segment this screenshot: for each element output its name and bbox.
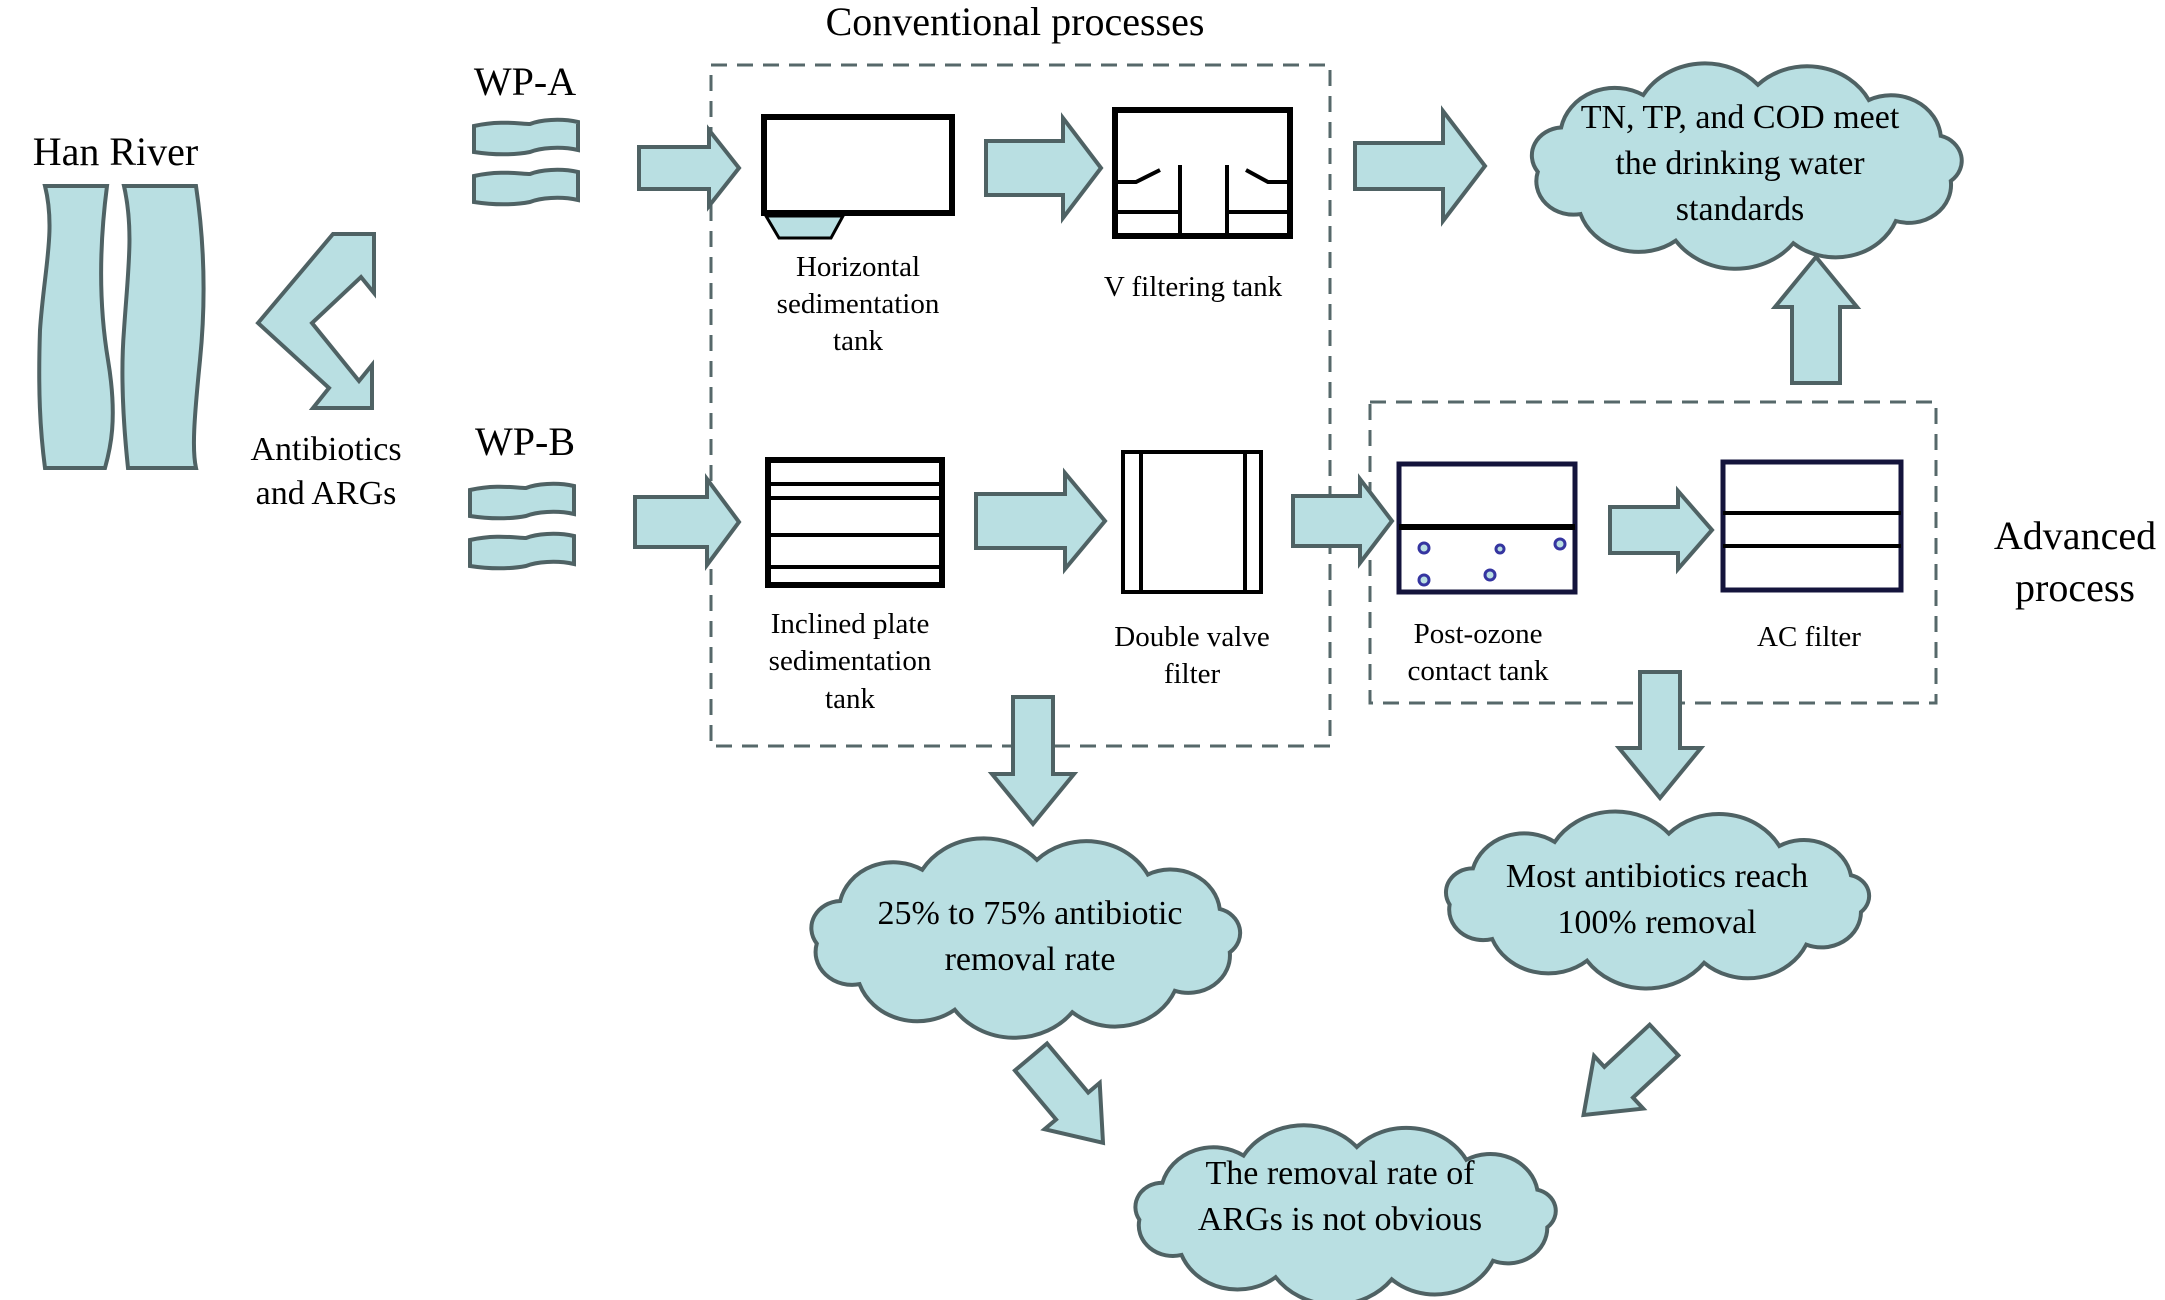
- standards-text-3: standards: [1675, 191, 1805, 228]
- advanced-title-line1: Advanced: [1993, 513, 2157, 558]
- transfer-label-line1: Antibiotics: [250, 431, 402, 468]
- unit-label: Horizontal: [795, 251, 920, 283]
- down-arrow-icon: [1614, 670, 1706, 802]
- args-removal-text-1: The removal rate of: [1205, 1155, 1475, 1192]
- flow-arrow-icon: [1608, 485, 1715, 575]
- unit-label: Double valve: [1114, 621, 1270, 653]
- unit-label: Inclined plate: [770, 608, 930, 640]
- wp-b-label: WP-B: [475, 419, 575, 464]
- transfer-label-line2: and ARGs: [255, 475, 397, 512]
- advanced-title-line2: process: [2015, 565, 2135, 610]
- wp-a-water-icon: [472, 117, 580, 207]
- flow-arrow-icon: [1291, 473, 1395, 569]
- unit-label: V filtering tank: [1103, 271, 1283, 303]
- unit-label: Post-ozone: [1413, 618, 1543, 650]
- split-arrow-icon: [255, 232, 376, 410]
- args-removal-text-2: ARGs is not obvious: [1197, 1201, 1483, 1238]
- standards-text-2: the drinking water: [1615, 145, 1865, 182]
- up-arrow-icon: [1770, 253, 1862, 385]
- conventional-title: Conventional processes: [825, 0, 1205, 44]
- standards-text-1: TN, TP, and COD meet: [1580, 99, 1900, 136]
- flow-arrow-icon: [974, 467, 1108, 575]
- v-filtering-tank-icon: [1112, 107, 1293, 239]
- post-ozone-contact-tank-icon: [1396, 461, 1578, 595]
- unit-label: sedimentation: [768, 645, 932, 677]
- advanced-removal-text-1: Most antibiotics reach: [1505, 858, 1809, 895]
- inclined-plate-sedimentation-tank-icon: [765, 457, 945, 588]
- flow-arrow-icon: [984, 112, 1104, 224]
- unit-label: filter: [1163, 658, 1221, 690]
- unit-label: tank: [825, 683, 875, 715]
- unit-label: AC filter: [1757, 621, 1861, 653]
- down-arrow-icon: [987, 695, 1079, 828]
- conventional-removal-text-2: removal rate: [944, 941, 1116, 978]
- unit-label: contact tank: [1407, 655, 1549, 687]
- flow-arrow-icon: [1353, 105, 1488, 227]
- advanced-removal-text-2: 100% removal: [1557, 904, 1757, 941]
- horizontal-sedimentation-tank-icon: [761, 114, 955, 240]
- flow-arrow-icon: [633, 472, 742, 572]
- args-removal-cloud: [1133, 1123, 1558, 1300]
- wp-a-label: WP-A: [473, 59, 577, 104]
- unit-label: tank: [833, 325, 883, 357]
- conventional-removal-text-1: 25% to 75% antibiotic: [877, 895, 1183, 932]
- river-icon: [37, 184, 206, 470]
- flow-arrow-icon: [637, 124, 742, 212]
- ac-filter-icon: [1720, 459, 1904, 593]
- diagonal-arrow-icon: [1581, 1021, 1682, 1118]
- diagonal-arrow-icon: [1012, 1040, 1106, 1146]
- double-valve-filter-icon: [1121, 450, 1263, 594]
- unit-label: sedimentation: [776, 288, 940, 320]
- advanced-removal-cloud: [1444, 809, 1872, 991]
- standards-cloud: [1529, 61, 1964, 271]
- conventional-removal-cloud: [809, 836, 1243, 1040]
- wp-b-water-icon: [468, 481, 576, 571]
- source-label: Han River: [32, 129, 199, 174]
